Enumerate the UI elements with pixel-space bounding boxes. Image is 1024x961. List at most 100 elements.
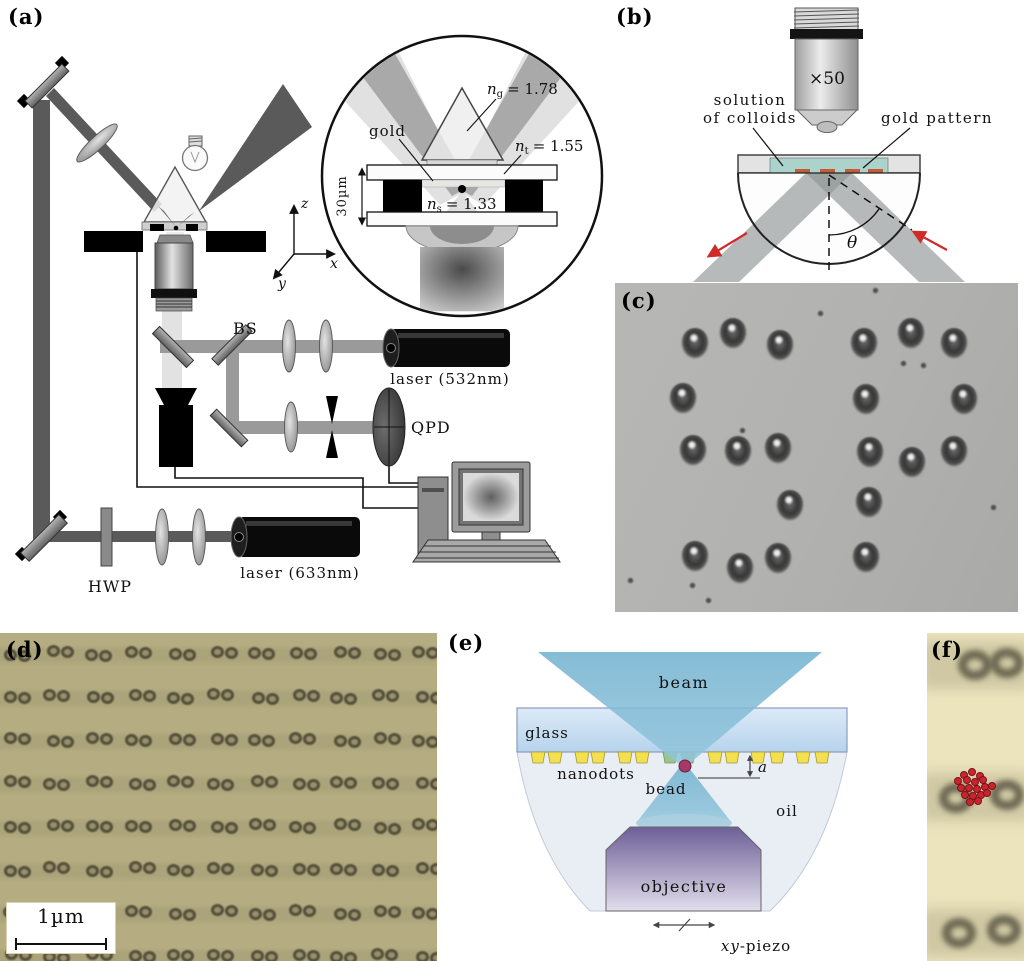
solution-label-line1: solution — [714, 91, 787, 109]
colloid-particle — [852, 542, 880, 573]
nanodot-pair — [251, 863, 279, 877]
nanodot-pair — [251, 949, 279, 961]
nanodot-pair — [248, 647, 276, 661]
nanodot-pair — [333, 818, 362, 831]
colloid-particle — [940, 436, 968, 467]
nanodot-pair — [168, 907, 197, 921]
nanodot-pair — [251, 775, 279, 789]
nanodot-pair — [248, 818, 277, 832]
oil-label: oil — [776, 802, 798, 820]
colloid-particle — [852, 384, 880, 415]
magnification-label: ×50 — [809, 69, 845, 89]
nanodot-pair — [3, 820, 32, 834]
nanodot-pair — [167, 774, 195, 788]
red-particle-dot — [988, 782, 996, 790]
colloid-particle — [776, 490, 804, 521]
inset-spacer-left — [383, 180, 422, 212]
red-particle-dot — [974, 797, 982, 805]
nanodot-pair — [206, 778, 235, 792]
nanodot-pair — [169, 733, 197, 747]
panel-d-label: (d) — [6, 637, 44, 662]
colloid-particle — [855, 487, 883, 518]
dust-speck — [900, 360, 907, 367]
lamp-icon — [181, 135, 209, 172]
nanodots-label: nanodots — [557, 765, 635, 783]
gold-label: gold — [369, 122, 406, 140]
inset-spacer-right — [505, 180, 543, 212]
nanodot-ring — [942, 918, 976, 948]
panel-e-label: (e) — [448, 630, 485, 655]
steering-mirror — [151, 325, 195, 369]
signal-wires — [136, 252, 418, 509]
nanodot-pair — [292, 948, 321, 961]
laser-532-label: laser (532nm) — [390, 370, 509, 388]
nanodot-pair — [129, 688, 157, 702]
oil-objective — [605, 826, 762, 912]
colloid-particle — [764, 433, 792, 464]
camera — [155, 388, 197, 467]
colloid-particle — [681, 541, 709, 572]
distance-marker — [698, 754, 760, 779]
colloid-particle — [950, 384, 978, 415]
red-particle-dot — [966, 798, 974, 806]
colloid-particle — [726, 553, 754, 584]
nanodot-pair — [289, 647, 318, 661]
panel-b-label: (b) — [616, 4, 654, 29]
nanodot-pair — [211, 904, 239, 918]
nanodot-pair — [416, 690, 437, 704]
laser-633 — [230, 516, 360, 558]
nanodot-pair — [371, 689, 400, 703]
colloid-particle — [724, 436, 752, 467]
colloid-particle — [850, 328, 878, 359]
nanodot-pair — [251, 691, 280, 705]
computer — [412, 461, 561, 563]
solution-label-line2: of colloids — [703, 109, 797, 127]
red-particle-dot — [983, 789, 991, 797]
nanodot-pair — [330, 950, 358, 961]
dust-speck — [739, 427, 746, 434]
objective-label: objective — [641, 877, 728, 896]
mirror-bottom-left — [14, 509, 69, 563]
nanodot-pair — [333, 734, 362, 748]
nanodot-pair — [292, 862, 321, 876]
red-laser-beam-path — [33, 84, 312, 542]
nanodot-pair — [206, 862, 235, 875]
nanodot-pair — [411, 645, 437, 659]
gold-pattern-label: gold pattern — [881, 109, 993, 127]
dust-speck — [689, 582, 696, 589]
colloid-particle — [940, 328, 968, 359]
nanodot-pair — [289, 821, 317, 835]
nanodot-pair — [124, 820, 153, 834]
sample-stage — [84, 231, 266, 252]
nanodot-pair — [86, 691, 115, 705]
colloid-particle — [719, 318, 747, 349]
nanodot-pair — [373, 648, 402, 662]
nanodot-pair — [333, 907, 362, 921]
nanodot-pair — [124, 733, 153, 747]
nanodot-pair — [371, 776, 400, 790]
scale-bar: 1µm — [7, 903, 115, 953]
nanodot-ring — [987, 915, 1021, 945]
colloid-particle — [764, 543, 792, 574]
nanodot-pair — [85, 648, 113, 662]
nanodot-pair — [167, 948, 195, 961]
nanodot-pair — [42, 689, 71, 703]
nt-label: nt= 1.55 — [515, 137, 583, 157]
nanodot-pair — [289, 904, 317, 918]
nanodot-row — [530, 751, 830, 764]
nanodot-pair — [374, 904, 402, 918]
nanodot-pair — [248, 734, 276, 748]
glass-label: glass — [525, 724, 569, 742]
nanodot-pair — [416, 776, 437, 790]
nanodot-pair — [411, 818, 437, 832]
laser-633-label: laser (633nm) — [240, 564, 359, 582]
nanodot-pair — [334, 646, 362, 660]
nanodot-pair — [371, 863, 400, 877]
nanodot-pair — [329, 691, 358, 705]
ns-label: ns= 1.33 — [427, 195, 497, 215]
beam-splitter — [211, 324, 253, 366]
inset-top-slide — [366, 164, 558, 181]
red-particle-dot — [968, 768, 976, 776]
quadrant-photodiode — [372, 387, 406, 467]
